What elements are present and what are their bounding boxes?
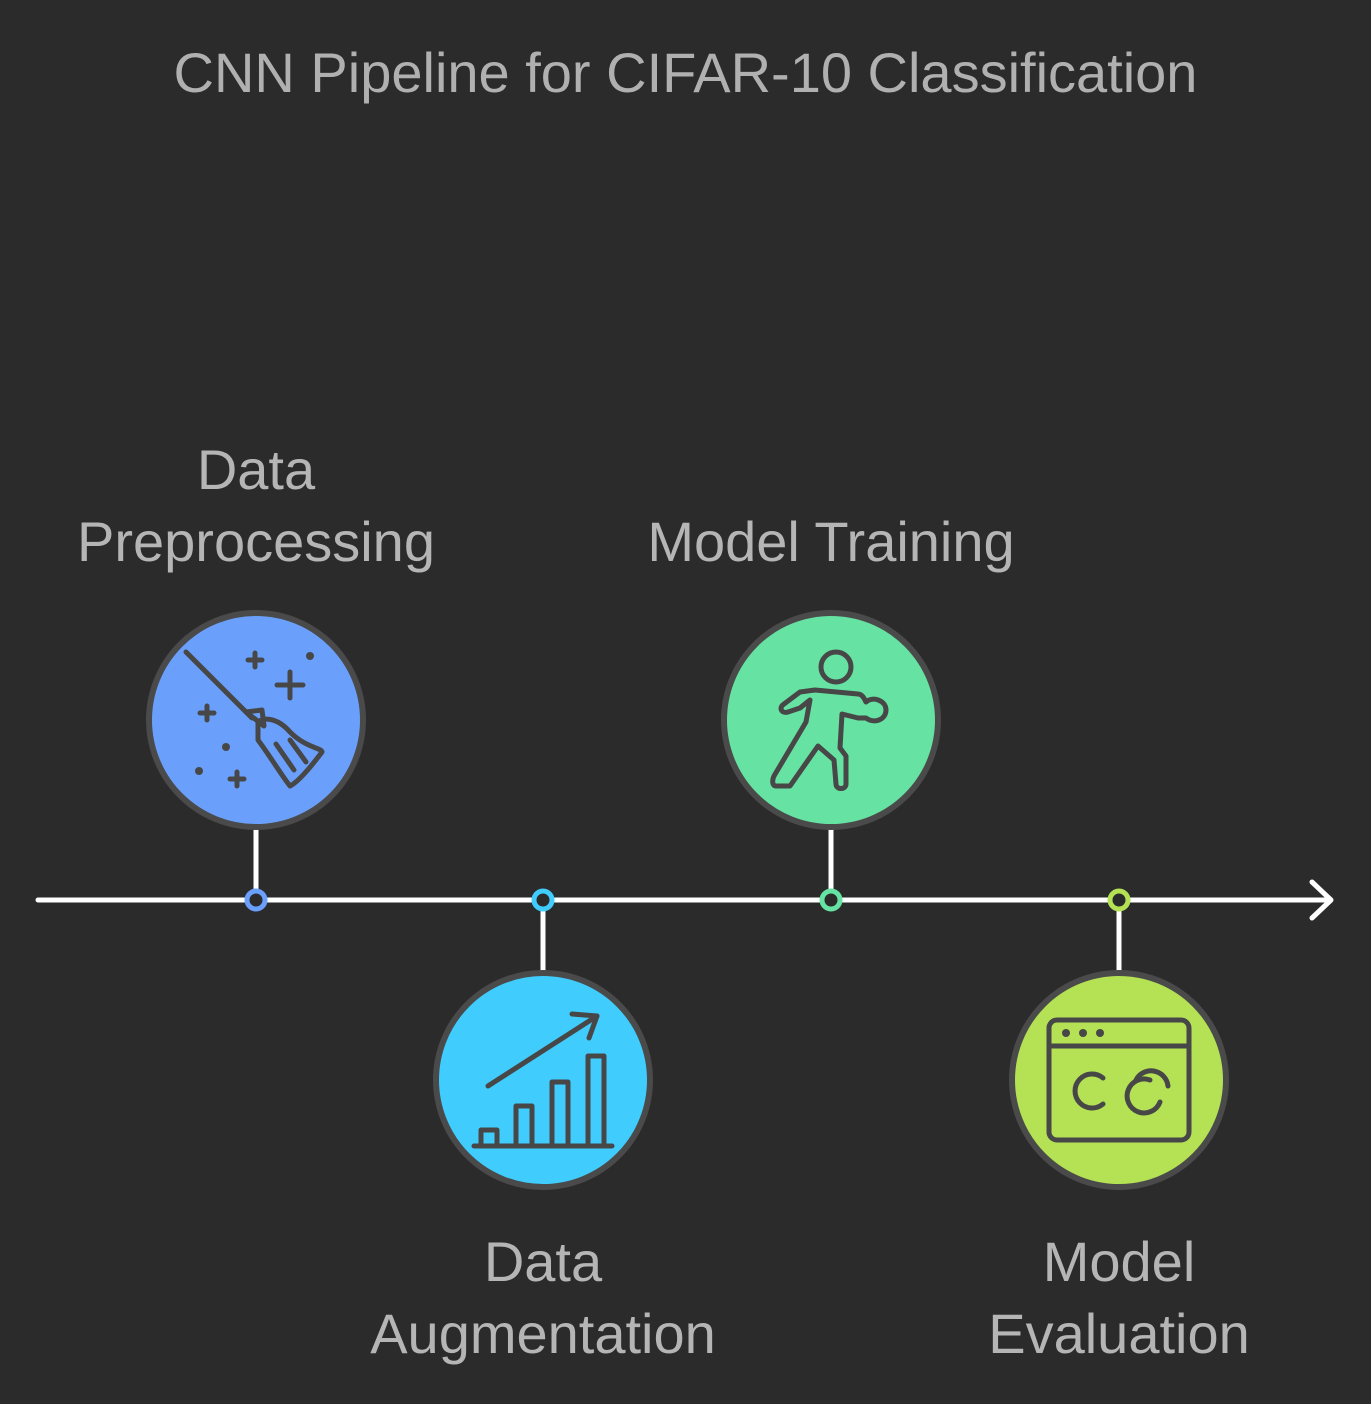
broom-sparkle-icon [183,649,325,789]
timeline-dot-preprocessing [244,888,268,912]
timeline-dot-training [819,888,843,912]
person-boxing-icon [770,649,889,791]
timeline-dot-evaluation [1107,888,1131,912]
stage-circle-training [721,610,941,830]
timeline-arrowhead [1309,879,1334,921]
stage-label-preprocessing: Data Preprocessing [77,438,435,573]
stage-circle-augmentation [433,970,653,1190]
browser-window-icon [1046,1017,1192,1143]
stage-circle-preprocessing [146,610,366,830]
stage-label-augmentation: Data Augmentation [370,1230,716,1365]
stage-label-training: Model Training [647,510,1015,573]
stage-label-evaluation: Model Evaluation [988,1230,1250,1365]
page-title: CNN Pipeline for CIFAR-10 Classification [173,41,1198,104]
bar-chart-growth-icon [471,1011,615,1149]
stage-circle-evaluation [1009,970,1229,1190]
timeline-dot-augmentation [531,888,555,912]
